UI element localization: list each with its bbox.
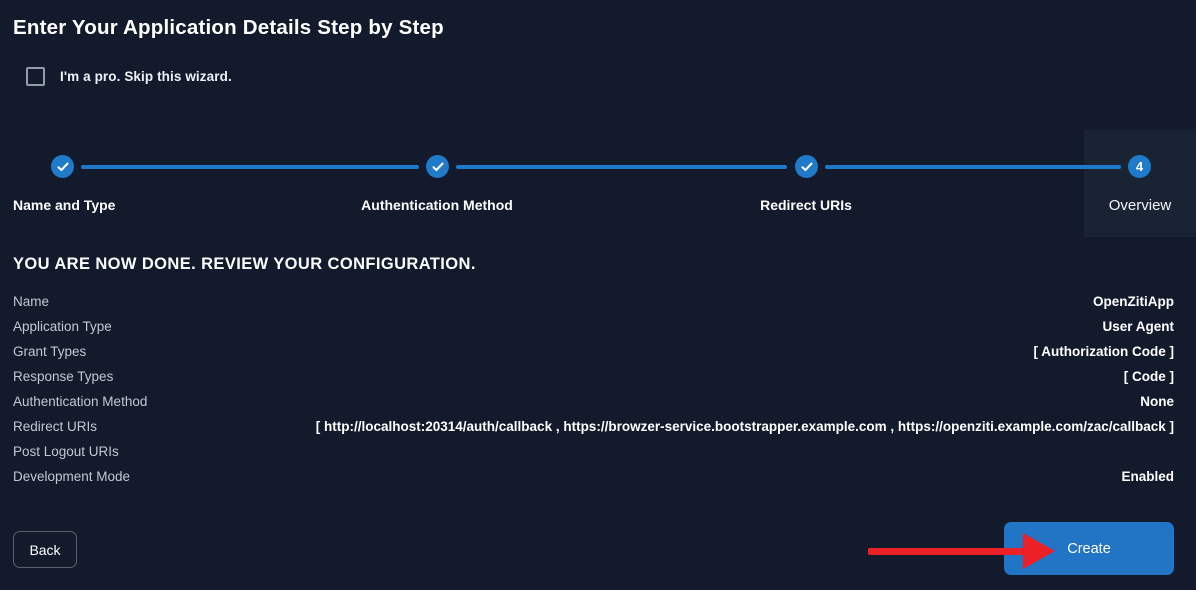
- row-label: Application Type: [13, 319, 112, 334]
- row-value: [ Authorization Code ]: [1033, 344, 1174, 359]
- page-title: Enter Your Application Details Step by S…: [13, 16, 444, 39]
- review-heading: YOU ARE NOW DONE. REVIEW YOUR CONFIGURAT…: [13, 255, 476, 273]
- review-row-redirect-uris: Redirect URIs [ http://localhost:20314/a…: [13, 414, 1174, 439]
- skip-wizard-checkbox[interactable]: [26, 67, 45, 86]
- row-value: [ Code ]: [1123, 369, 1174, 384]
- active-step-panel: [1084, 130, 1196, 237]
- skip-wizard-label: I'm a pro. Skip this wizard.: [60, 69, 232, 84]
- step-4-number: 4: [1135, 159, 1144, 174]
- step-label-authentication-method: Authentication Method: [361, 197, 513, 213]
- step-4-indicator: 4: [1128, 155, 1151, 178]
- row-label: Authentication Method: [13, 394, 148, 409]
- row-label: Post Logout URIs: [13, 444, 119, 459]
- row-value: User Agent: [1102, 319, 1174, 334]
- row-value: [ http://localhost:20314/auth/callback ,…: [315, 419, 1174, 434]
- step-1-check-icon: [51, 155, 74, 178]
- row-label: Development Mode: [13, 469, 131, 484]
- step-label-name-and-type: Name and Type: [13, 197, 116, 213]
- step-label-redirect-uris: Redirect URIs: [760, 197, 852, 213]
- row-label: Name: [13, 294, 50, 309]
- step-3-check-icon: [795, 155, 818, 178]
- row-label: Redirect URIs: [13, 419, 98, 434]
- row-value: OpenZitiApp: [1093, 294, 1174, 309]
- review-row-name: Name OpenZitiApp: [13, 289, 1174, 314]
- row-label: Grant Types: [13, 344, 87, 359]
- configuration-review-list: Name OpenZitiApp Application Type User A…: [13, 289, 1174, 489]
- row-value: Enabled: [1121, 469, 1174, 484]
- review-row-post-logout-uris: Post Logout URIs: [13, 439, 1174, 464]
- step-connector-2: [456, 165, 787, 169]
- row-label: Response Types: [13, 369, 114, 384]
- step-2-check-icon: [426, 155, 449, 178]
- create-button[interactable]: Create: [1004, 522, 1174, 575]
- review-row-response-types: Response Types [ Code ]: [13, 364, 1174, 389]
- row-value: None: [1140, 394, 1174, 409]
- review-row-development-mode: Development Mode Enabled: [13, 464, 1174, 489]
- step-label-overview: Overview: [1108, 197, 1172, 214]
- skip-wizard-option[interactable]: I'm a pro. Skip this wizard.: [26, 67, 232, 86]
- step-connector-1: [81, 165, 419, 169]
- step-connector-3: [825, 165, 1121, 169]
- back-button[interactable]: Back: [13, 531, 77, 568]
- review-row-grant-types: Grant Types [ Authorization Code ]: [13, 339, 1174, 364]
- review-row-authentication-method: Authentication Method None: [13, 389, 1174, 414]
- review-row-application-type: Application Type User Agent: [13, 314, 1174, 339]
